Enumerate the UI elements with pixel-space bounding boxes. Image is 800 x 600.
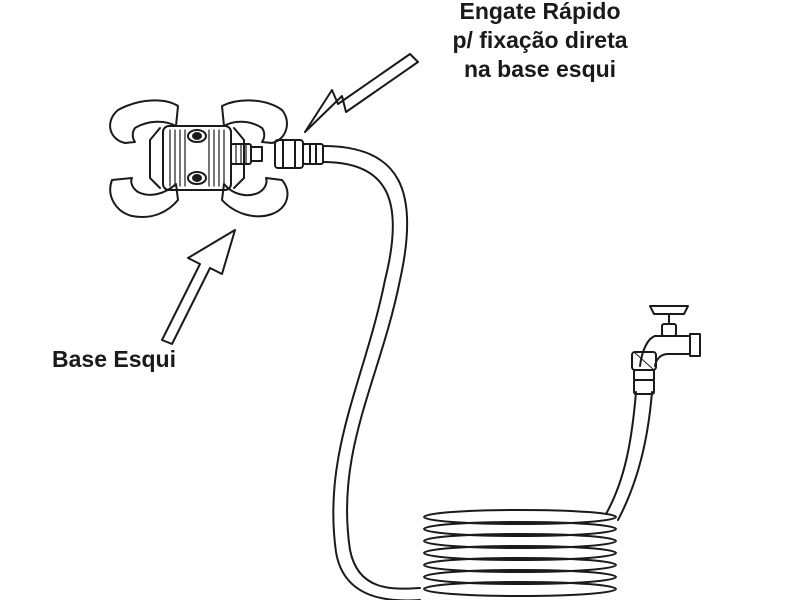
label-line: Engate Rápido <box>459 0 621 24</box>
hose-coil <box>423 391 653 597</box>
arrow-base <box>161 229 236 345</box>
faucet <box>631 305 701 395</box>
ski-base <box>109 99 289 218</box>
label-line: p/ fixação direta <box>452 27 628 53</box>
hose <box>322 145 421 600</box>
label-line: na base esqui <box>463 56 617 82</box>
arrow-engate <box>304 53 419 133</box>
quick-coupler <box>274 139 324 169</box>
label-ski-base: Base Esqui <box>52 346 176 372</box>
label-quick-coupler: Engate Rápido p/ fixação direta na base … <box>400 0 680 84</box>
